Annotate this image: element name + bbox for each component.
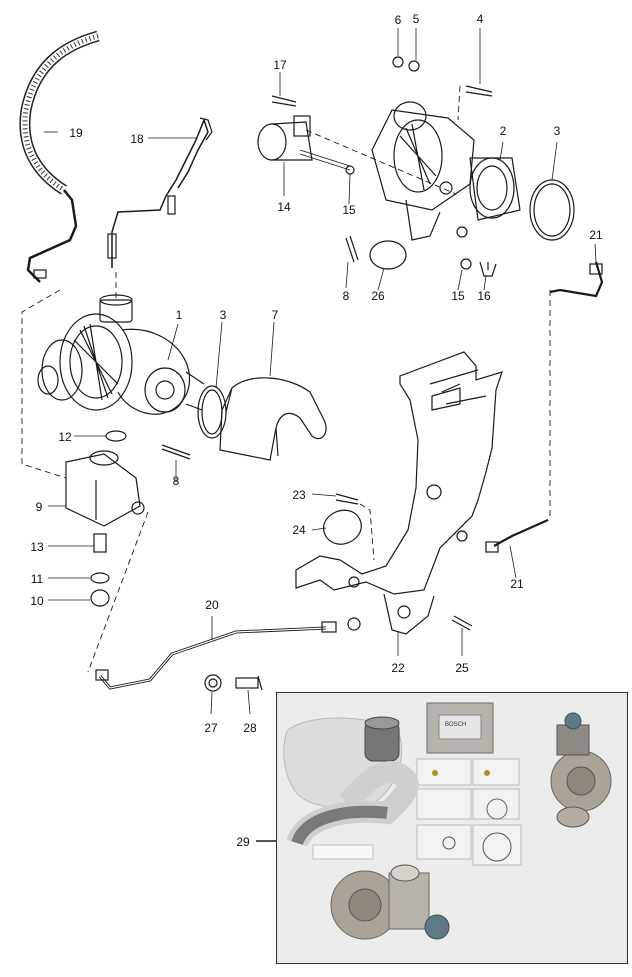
part-18-pipe — [107, 117, 213, 268]
part-22-manifold-bracket — [295, 351, 503, 635]
callout-7: 7 — [271, 308, 279, 322]
callout-29: 29 — [236, 835, 250, 849]
part-9-housing — [65, 450, 145, 527]
part-19-hose — [19, 30, 100, 283]
callout-25: 25 — [455, 661, 469, 675]
assembly-leaders — [21, 85, 551, 673]
callout-1: 1 — [175, 308, 183, 322]
callout-10: 10 — [30, 594, 44, 608]
part-25-bolt — [451, 615, 473, 631]
callout-11: 11 — [30, 572, 44, 586]
callout-leaders — [44, 28, 597, 842]
callout-5: 5 — [412, 12, 420, 26]
callout-14: 14 — [277, 200, 291, 214]
callout-24: 24 — [292, 523, 306, 537]
callout-9: 9 — [35, 500, 43, 514]
part-29-kit-photo: BOSCH — [276, 692, 628, 964]
ecu-label: BOSCH — [445, 722, 466, 728]
kit-photo-illustration: BOSCH — [277, 693, 627, 963]
callout-15-lower: 15 — [451, 289, 465, 303]
callout-26: 26 — [371, 289, 385, 303]
callout-18: 18 — [130, 132, 144, 146]
part-15-nut-lower — [460, 258, 472, 270]
part-23-bolt — [335, 493, 359, 505]
callout-13: 13 — [30, 540, 44, 554]
callout-17: 17 — [273, 58, 287, 72]
part-13-bolt — [93, 533, 107, 553]
callout-2: 2 — [499, 124, 507, 138]
ecu-unit: BOSCH — [426, 702, 494, 754]
part-1-turbocharger — [37, 294, 205, 415]
part-5-washer — [408, 60, 420, 72]
part-14-actuator — [257, 115, 351, 171]
part-6-nut — [392, 56, 404, 68]
callout-27: 27 — [204, 721, 218, 735]
callout-22: 22 — [391, 661, 405, 675]
callout-12: 12 — [58, 430, 72, 444]
callout-21-lower: 21 — [510, 577, 524, 591]
part-3-gasket-right — [529, 179, 575, 241]
callout-23: 23 — [292, 488, 306, 502]
part-8-stud-right — [345, 235, 359, 263]
callout-28: 28 — [243, 721, 257, 735]
part-7-heat-shield — [219, 377, 327, 461]
callout-8-right: 8 — [342, 289, 350, 303]
photo-turbo-right — [550, 712, 612, 828]
part-2-turbocharger — [371, 101, 521, 241]
part-4-bolt — [465, 85, 493, 97]
part-8-stud-left — [161, 444, 191, 460]
part-24-gasket — [323, 509, 362, 545]
part-27-clamp — [204, 674, 222, 692]
part-26-gasket — [369, 240, 407, 270]
part-16-clip — [479, 261, 497, 277]
callout-16: 16 — [477, 289, 491, 303]
callout-20: 20 — [205, 598, 219, 612]
callout-6: 6 — [394, 13, 402, 27]
callout-3-left: 3 — [219, 308, 227, 322]
callout-19: 19 — [69, 126, 83, 140]
callout-8-left: 8 — [172, 474, 180, 488]
callout-4: 4 — [476, 12, 484, 26]
part-11-washer — [90, 572, 110, 584]
part-12-seal — [105, 430, 127, 442]
part-20-pipe — [95, 617, 361, 690]
part-21-pipe-right — [485, 261, 604, 553]
part-10-plug — [90, 589, 110, 607]
callout-15-upper: 15 — [342, 203, 356, 217]
photo-turbo-bottom — [330, 864, 450, 940]
part-28-bolt — [235, 675, 263, 691]
part-17-bolt — [271, 95, 297, 107]
callout-21-upper: 21 — [589, 228, 603, 242]
callout-3-right: 3 — [553, 124, 561, 138]
